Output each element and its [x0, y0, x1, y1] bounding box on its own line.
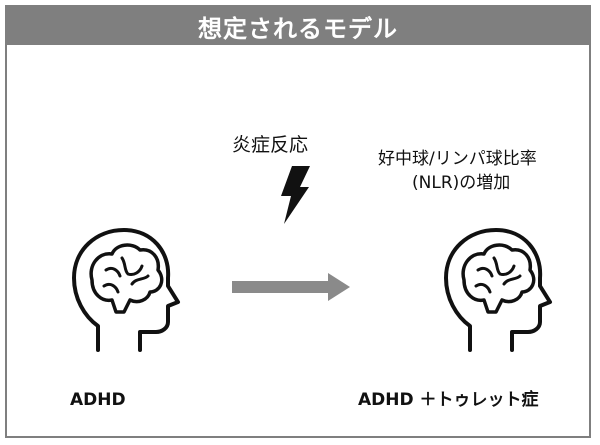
diagram-frame: 想定されるモデル	[5, 5, 591, 438]
brain-head-icon-left	[72, 228, 180, 352]
nlr-label-line1: 好中球/リンパ球比率	[378, 149, 537, 169]
inflammation-label: 炎症反応	[232, 134, 309, 156]
lightning-icon	[281, 166, 310, 224]
arrow-right-icon	[232, 273, 350, 301]
diagram-title: 想定されるモデル	[198, 14, 398, 43]
brain-head-icon-right	[444, 228, 552, 352]
adhd-label: ADHD	[70, 390, 126, 410]
nlr-label-line2: (NLR)の増加	[412, 173, 511, 193]
title-bar: 想定されるモデル	[7, 7, 589, 45]
adhd-tourette-label: ADHD ＋トゥレット症	[358, 390, 539, 410]
